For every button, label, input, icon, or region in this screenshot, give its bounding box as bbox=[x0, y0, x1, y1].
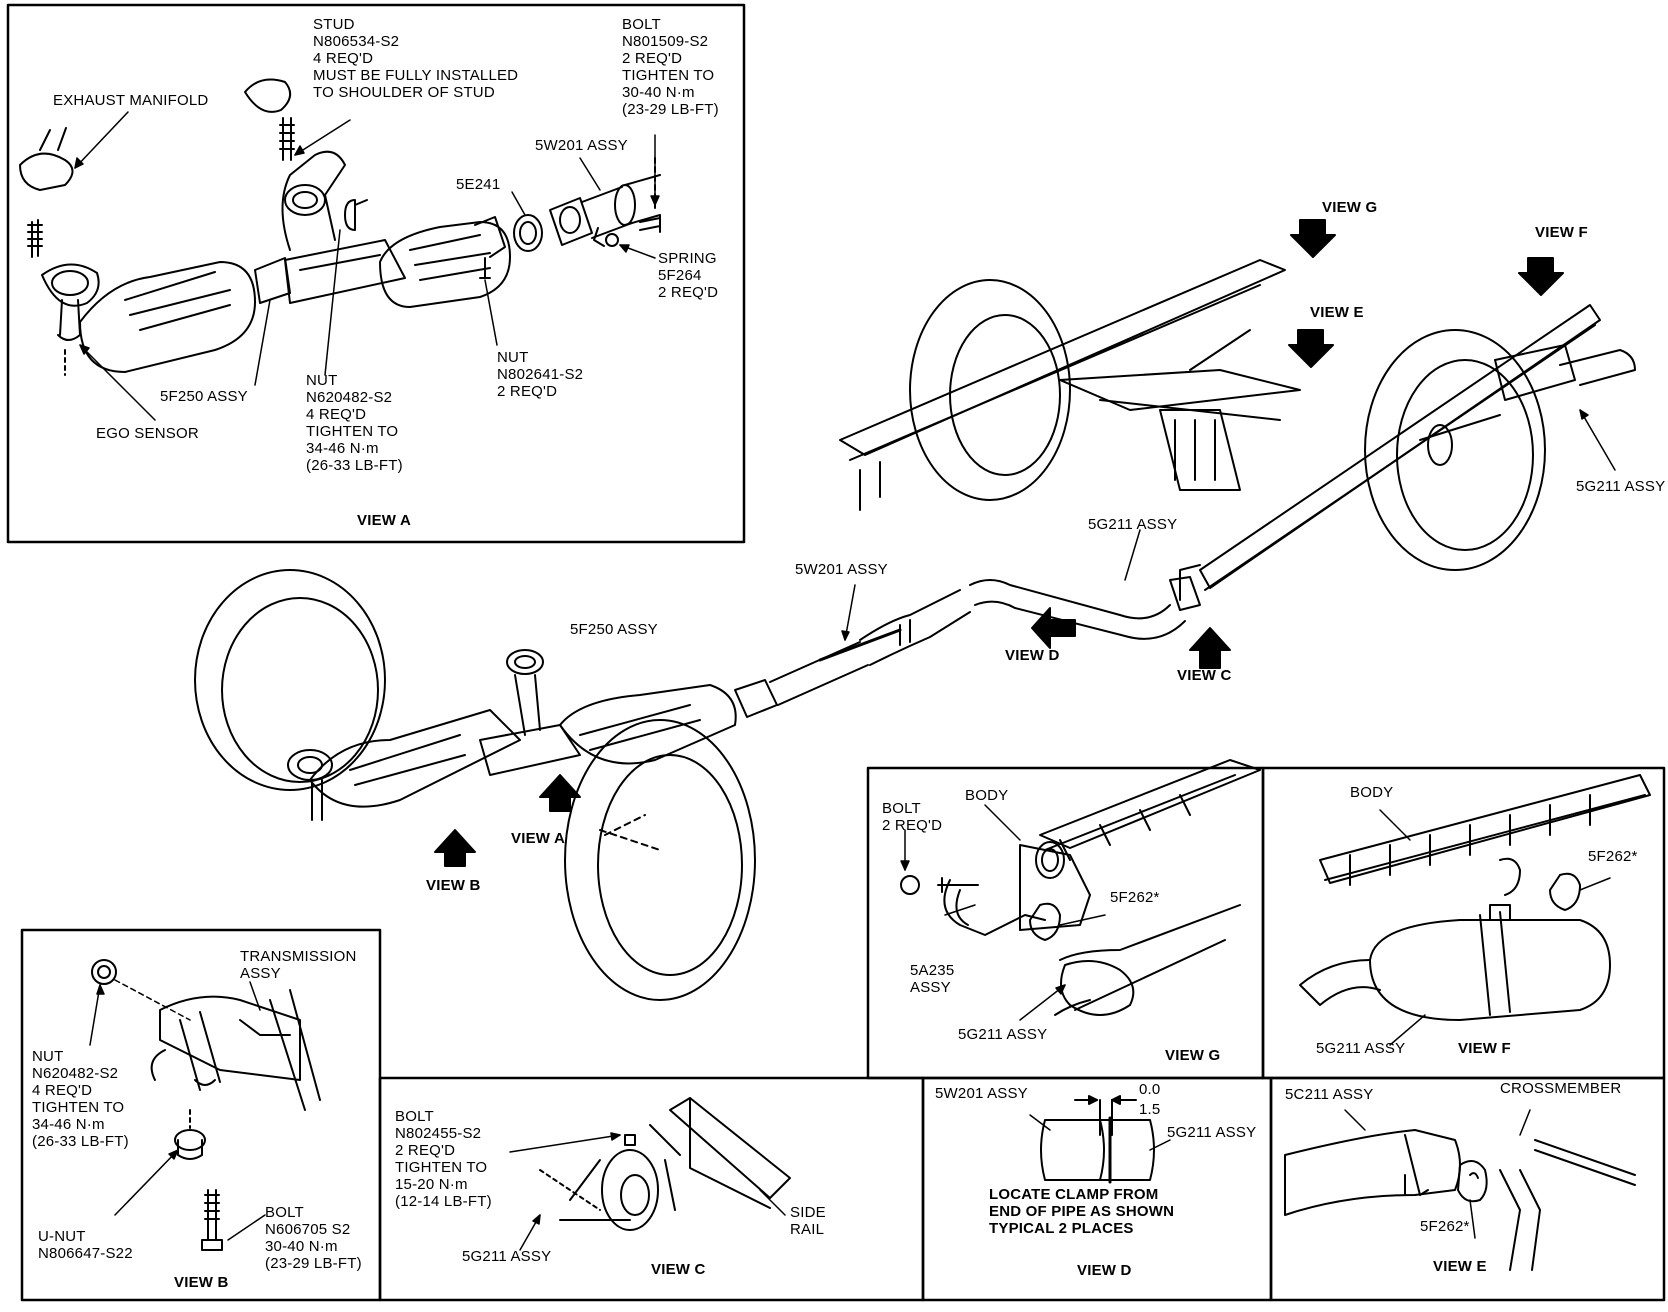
view-a-leaders bbox=[74, 111, 660, 421]
label-ego-sensor: EGO SENSOR bbox=[96, 425, 199, 442]
label-5g211-view-g: 5G211 ASSY bbox=[958, 1026, 1048, 1043]
view-b-title: VIEW B bbox=[174, 1274, 229, 1291]
label-dim-bottom: 1.5 bbox=[1139, 1101, 1161, 1118]
view-a-drawing bbox=[19, 78, 661, 376]
label-view-a-arrow: VIEW A bbox=[511, 830, 565, 847]
label-5g211-right: 5G211 ASSY bbox=[1576, 478, 1666, 495]
label-crossmember: CROSSMEMBER bbox=[1500, 1080, 1622, 1097]
main-vehicle-drawing bbox=[194, 219, 1636, 1001]
view-b-leaders bbox=[89, 981, 266, 1241]
label-bolt-view-a: BOLT N801509-S2 2 REQ'D TIGHTEN TO 30-40… bbox=[622, 16, 719, 118]
label-dim-top: 0.0 bbox=[1139, 1081, 1161, 1098]
view-g-title: VIEW G bbox=[1165, 1047, 1221, 1064]
view-c-leaders bbox=[509, 1132, 786, 1251]
view-g-leaders bbox=[900, 804, 1106, 1021]
label-nut-right: NUT N802641-S2 2 REQ'D bbox=[497, 349, 584, 400]
label-5e241: 5E241 bbox=[456, 176, 501, 193]
view-c-drawing bbox=[539, 1097, 791, 1231]
label-5w201-main: 5W201 ASSY bbox=[795, 561, 888, 578]
label-5w201-view-d: 5W201 ASSY bbox=[935, 1085, 1028, 1102]
label-5f262-view-g: 5F262* bbox=[1110, 889, 1160, 906]
label-5g211-view-f: 5G211 ASSY bbox=[1316, 1040, 1406, 1057]
label-spring: SPRING 5F264 2 REQ'D bbox=[658, 250, 719, 301]
label-5a235: 5A235 ASSY bbox=[910, 962, 955, 996]
label-body-view-f: BODY bbox=[1350, 784, 1394, 801]
view-c-title: VIEW C bbox=[651, 1261, 706, 1278]
label-exhaust-manifold: EXHAUST MANIFOLD bbox=[53, 92, 209, 109]
view-b-drawing bbox=[91, 959, 321, 1251]
label-5w201-view-a: 5W201 ASSY bbox=[535, 137, 628, 154]
view-g-drawing bbox=[900, 759, 1261, 1016]
label-bolt-view-g: BOLT 2 REQ'D bbox=[882, 800, 943, 834]
label-5f262-view-f: 5F262* bbox=[1588, 848, 1638, 865]
view-a-frame bbox=[6, 3, 746, 544]
view-a-title: VIEW A bbox=[357, 512, 411, 529]
label-view-g-arrow: VIEW G bbox=[1322, 199, 1378, 216]
label-bolt-view-b: BOLT N606705 S2 30-40 N·m (23-29 LB-FT) bbox=[265, 1204, 362, 1272]
label-transmission: TRANSMISSION ASSY bbox=[240, 948, 357, 982]
label-5g211-view-c: 5G211 ASSY bbox=[462, 1248, 552, 1265]
view-e-title: VIEW E bbox=[1433, 1258, 1487, 1275]
label-side-rail: SIDE RAIL bbox=[790, 1204, 826, 1238]
label-5f250-view-a: 5F250 ASSY bbox=[160, 388, 248, 405]
view-f-title: VIEW F bbox=[1458, 1040, 1511, 1057]
label-nut-left: NUT N620482-S2 4 REQ'D TIGHTEN TO 34-46 … bbox=[306, 372, 403, 474]
view-e-frame bbox=[1269, 1076, 1666, 1302]
label-bolt-view-c: BOLT N802455-S2 2 REQ'D TIGHTEN TO 15-20… bbox=[395, 1108, 492, 1210]
view-b-frame bbox=[20, 928, 382, 1302]
view-f-leaders bbox=[1379, 809, 1611, 1046]
label-5g211-view-d: 5G211 ASSY bbox=[1167, 1124, 1257, 1141]
main-leaders bbox=[841, 409, 1616, 641]
label-5g211-pipe: 5G211 ASSY bbox=[1088, 516, 1178, 533]
label-body-view-g: BODY bbox=[965, 787, 1009, 804]
label-view-d-arrow: VIEW D bbox=[1005, 647, 1060, 664]
view-f-frame bbox=[1261, 766, 1666, 1080]
view-e-drawing bbox=[1284, 1129, 1636, 1271]
label-view-f-arrow: VIEW F bbox=[1535, 224, 1588, 241]
view-f-drawing bbox=[1299, 774, 1651, 1021]
view-d-title: VIEW D bbox=[1077, 1262, 1132, 1279]
label-5f262-view-e: 5F262* bbox=[1420, 1218, 1470, 1235]
view-e-leaders bbox=[1344, 1109, 1531, 1239]
label-unut: U-NUT N806647-S22 bbox=[38, 1228, 133, 1262]
label-5c211: 5C211 ASSY bbox=[1285, 1086, 1374, 1103]
label-nut-view-b: NUT N620482-S2 4 REQ'D TIGHTEN TO 34-46 … bbox=[32, 1048, 129, 1150]
label-stud: STUD N806534-S2 4 REQ'D MUST BE FULLY IN… bbox=[313, 16, 519, 101]
label-view-b-arrow: VIEW B bbox=[426, 877, 481, 894]
view-d-drawing bbox=[1029, 1095, 1171, 1184]
label-5f250-main: 5F250 ASSY bbox=[570, 621, 658, 638]
label-view-e-arrow: VIEW E bbox=[1310, 304, 1364, 321]
label-view-c-arrow: VIEW C bbox=[1177, 667, 1232, 684]
label-locate-clamp-note: LOCATE CLAMP FROM END OF PIPE AS SHOWN T… bbox=[989, 1186, 1175, 1237]
